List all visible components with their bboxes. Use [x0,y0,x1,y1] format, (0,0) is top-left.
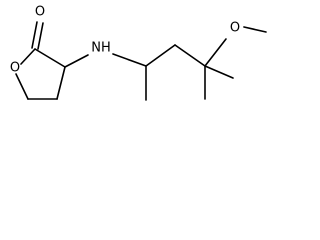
bond-ch-ch2 [145,44,176,67]
bond-cq-methyl-right [204,65,234,79]
bond-n-ch [112,53,147,67]
bond-o-methyl [243,26,267,33]
carbonyl-double-bond-b [37,22,44,50]
ring-oxygen-label: O [10,61,20,76]
carbonyl-double-bond-a [31,21,38,49]
bond-cq-o [204,38,227,67]
lactone-ring [15,21,66,100]
bond-c2-ring-o [20,48,36,65]
amine-label: NH [91,41,111,56]
bond-ring-o-c5 [15,73,29,100]
bond-ch2-cq [174,44,206,67]
chemical-structure: O O NH O [10,5,267,101]
ether-oxygen-label: O [230,21,240,36]
carbonyl-oxygen-label: O [35,5,45,20]
bond-c3-n [64,54,89,68]
bond-c3-c2 [34,48,66,68]
bond-c4-c3 [56,66,66,100]
side-chain [64,26,267,101]
